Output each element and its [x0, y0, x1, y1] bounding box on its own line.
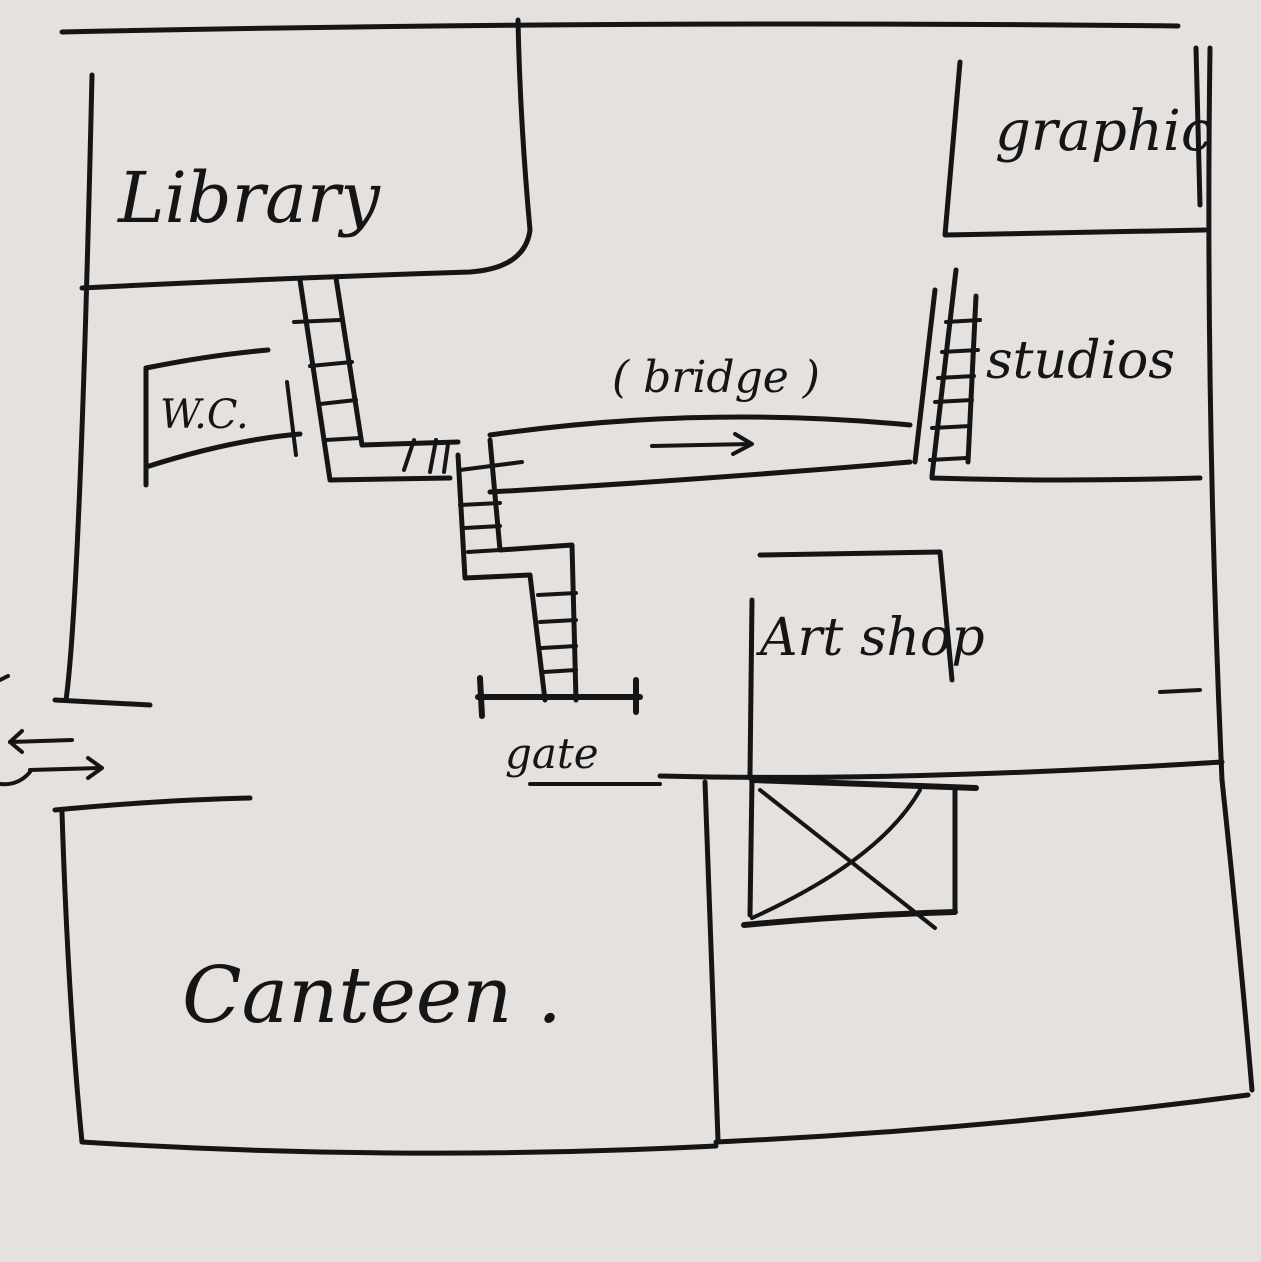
road-lines [528, 759, 1225, 786]
gate-marker [475, 675, 643, 719]
art-shop-label: Art shop [756, 608, 985, 668]
library-label: Library [116, 157, 381, 239]
stairs-gate [455, 437, 579, 703]
canteen-room [702, 779, 721, 1143]
void-crossed-box [741, 777, 979, 930]
outer-boundary [59, 21, 1255, 1156]
edge-marks [0, 674, 32, 787]
library-room [79, 17, 533, 291]
entrance-corridor [8, 688, 1202, 813]
canteen-label: Canteen . [182, 951, 562, 1041]
bridge [487, 414, 913, 495]
studios-label: studios [986, 331, 1175, 391]
wc-label: W.C. [160, 392, 249, 438]
studios-stairs [912, 267, 1203, 483]
bridge-label: ( bridge ) [612, 352, 820, 403]
graphic-room [942, 45, 1208, 238]
gate-label: gate [505, 729, 599, 778]
graphic-label: graphic [995, 99, 1212, 164]
wc-room [143, 347, 303, 488]
art-shop-room [747, 549, 955, 778]
stairs-library [292, 275, 461, 483]
